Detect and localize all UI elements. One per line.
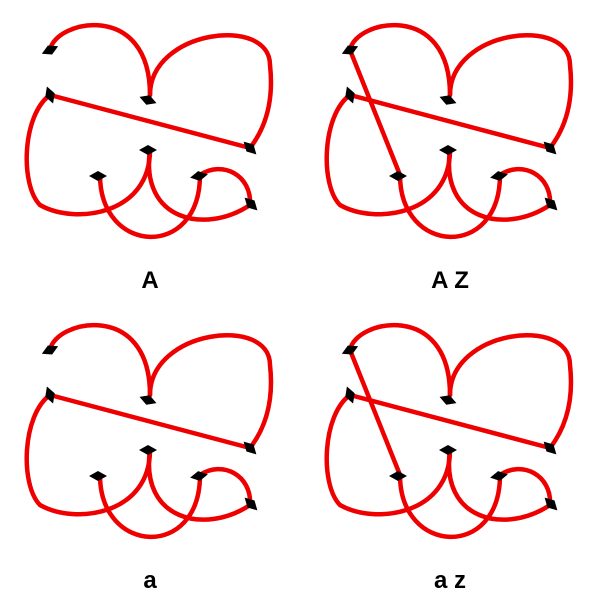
- marker-bottom-right: [244, 197, 258, 211]
- curve-right-loop: [147, 333, 274, 451]
- marker-lower-right: [490, 171, 508, 181]
- curve-right-loop: [147, 33, 274, 151]
- marker-lower-left: [89, 471, 107, 481]
- marker-center: [139, 445, 157, 455]
- panel-3: a: [0, 300, 300, 600]
- marker-lower-right: [190, 471, 208, 481]
- panel-2-label: A Z: [431, 267, 469, 294]
- panel-1-diagram: [24, 22, 274, 240]
- marker-center: [439, 145, 457, 155]
- marker-crossbar-end: [543, 141, 557, 155]
- marker-crossbar-end: [543, 441, 557, 455]
- curve-lower-right: [446, 447, 553, 522]
- curve-lower-left: [24, 92, 153, 217]
- curve-left-loop: [47, 322, 153, 398]
- marker-lower-left: [389, 171, 407, 181]
- marker-bottom-right: [544, 197, 558, 211]
- marker-center: [139, 145, 157, 155]
- marker-left: [45, 386, 55, 404]
- marker-bottom-right: [244, 497, 258, 511]
- marker-lower-left: [389, 471, 407, 481]
- curve-z-diagonal: [347, 47, 403, 178]
- curve-middle-arch: [397, 472, 503, 540]
- curve-lower-left: [324, 392, 453, 517]
- marker-top-left: [41, 345, 59, 355]
- panel-4-label: a z: [433, 567, 466, 594]
- panel-4: a z: [300, 300, 600, 600]
- marker-left: [345, 386, 355, 404]
- marker-top-left: [341, 345, 359, 355]
- marker-crossbar-end: [243, 141, 257, 155]
- curve-lower-right: [146, 147, 253, 222]
- curve-lower-left: [24, 392, 153, 517]
- marker-center-top: [139, 95, 157, 105]
- curve-z-diagonal: [347, 347, 403, 478]
- marker-bottom-right: [544, 497, 558, 511]
- marker-lower-right: [490, 471, 508, 481]
- curve-right-loop: [447, 333, 574, 451]
- panel-1-label: A: [141, 267, 159, 294]
- marker-top-left: [341, 45, 359, 55]
- marker-crossbar-end: [243, 441, 257, 455]
- panel-3-diagram: [24, 322, 274, 540]
- marker-center-top: [139, 395, 157, 405]
- curve-left-loop: [47, 22, 153, 98]
- curve-lower-right: [146, 447, 253, 522]
- curve-lower-left: [324, 92, 453, 217]
- curve-crossbar: [347, 92, 553, 151]
- curve-left-loop: [347, 322, 453, 398]
- marker-lower-left: [89, 171, 107, 181]
- panel-2: A Z: [300, 0, 600, 300]
- panel-3-label: a: [143, 567, 157, 594]
- curve-middle-arch: [97, 172, 203, 240]
- curve-right-loop: [447, 33, 574, 151]
- panel-4-diagram: [324, 322, 574, 540]
- curve-crossbar: [347, 392, 553, 451]
- curve-middle-arch: [97, 472, 203, 540]
- marker-left: [345, 86, 355, 104]
- curve-left-loop: [347, 22, 453, 98]
- curve-lower-right: [446, 147, 553, 222]
- marker-center: [439, 445, 457, 455]
- marker-center-top: [439, 95, 457, 105]
- curve-middle-arch: [397, 172, 503, 240]
- curve-crossbar: [47, 392, 253, 451]
- curve-crossbar: [47, 92, 253, 151]
- marker-left: [45, 86, 55, 104]
- marker-top-left: [41, 45, 59, 55]
- panel-2-diagram: [324, 22, 574, 240]
- marker-lower-right: [190, 171, 208, 181]
- marker-center-top: [439, 395, 457, 405]
- panel-1: A: [0, 0, 300, 300]
